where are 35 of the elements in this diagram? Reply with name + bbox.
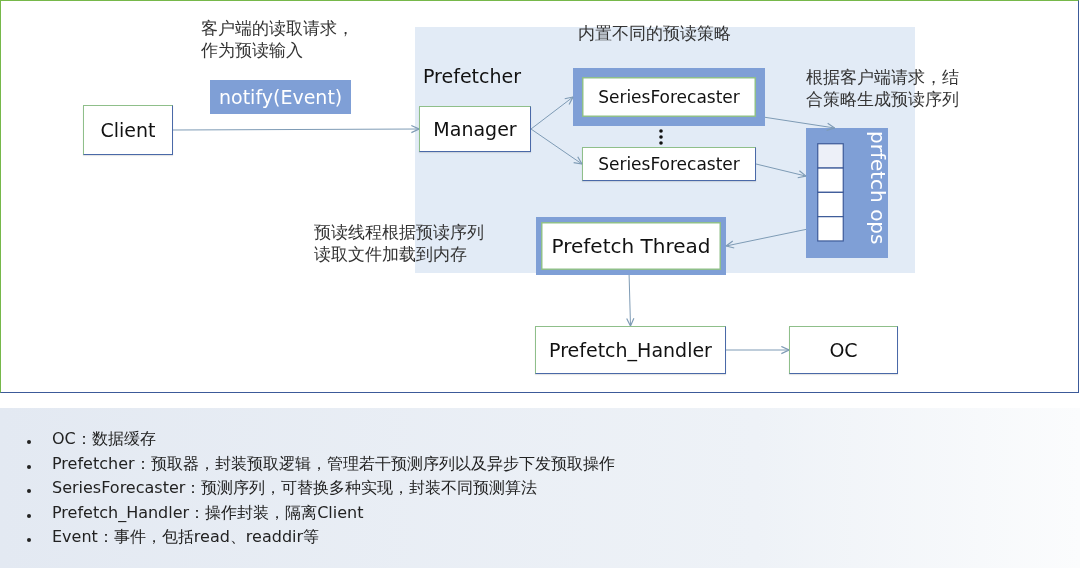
arrow — [626, 274, 635, 327]
node-label: SeriesForecaster — [598, 87, 740, 107]
annotation-text: 内置不同的预读策略 — [578, 22, 731, 45]
process-box — [83, 105, 173, 155]
node-label: Prefetch Thread — [551, 234, 711, 258]
annotation-text: 预读线程根据预读序列读取文件加载到内存 — [314, 221, 485, 266]
node-label: Prefetch_Handler — [549, 339, 712, 361]
edge-label: notify(Event) — [210, 80, 352, 114]
bullet-item: SeriesForecaster：预测序列，可替换多种实现，封装不同预测算法 — [52, 477, 538, 499]
node-label: OC — [829, 339, 858, 361]
highlighted-box — [536, 217, 726, 275]
arrow — [725, 228, 807, 249]
area-title: Prefetcher — [423, 65, 522, 87]
node-label: Client — [100, 119, 156, 141]
node-label: SeriesForecaster — [598, 154, 740, 174]
bullet-item: Prefetch_Handler：操作封装，隔离Client — [52, 501, 364, 524]
arrow — [725, 345, 790, 355]
bullet-item: OC：数据缓存 — [52, 428, 156, 450]
bullet-item: Event：事件，包括read、readdir等 — [52, 526, 320, 548]
arrow — [530, 96, 574, 130]
arrow — [530, 128, 583, 165]
arrow — [764, 116, 836, 131]
arrow — [755, 163, 807, 179]
bullet-item: Prefetcher：预取器，封装预取逻辑，管理若干预测序列以及异步下发预取操作 — [52, 452, 615, 475]
node-label: Manager — [433, 118, 517, 140]
annotation-text: 根据客户端请求，结合策略生成预读序列 — [806, 66, 960, 111]
arrow — [172, 124, 420, 134]
process-box — [582, 147, 756, 181]
queue-box — [806, 128, 888, 258]
process-box — [419, 106, 531, 152]
highlighted-box — [573, 68, 765, 126]
process-box — [789, 326, 898, 374]
annotation-text: 客户端的读取请求，作为预读输入 — [201, 17, 355, 62]
process-box — [535, 326, 726, 374]
node-label: prfetch ops — [866, 131, 890, 245]
